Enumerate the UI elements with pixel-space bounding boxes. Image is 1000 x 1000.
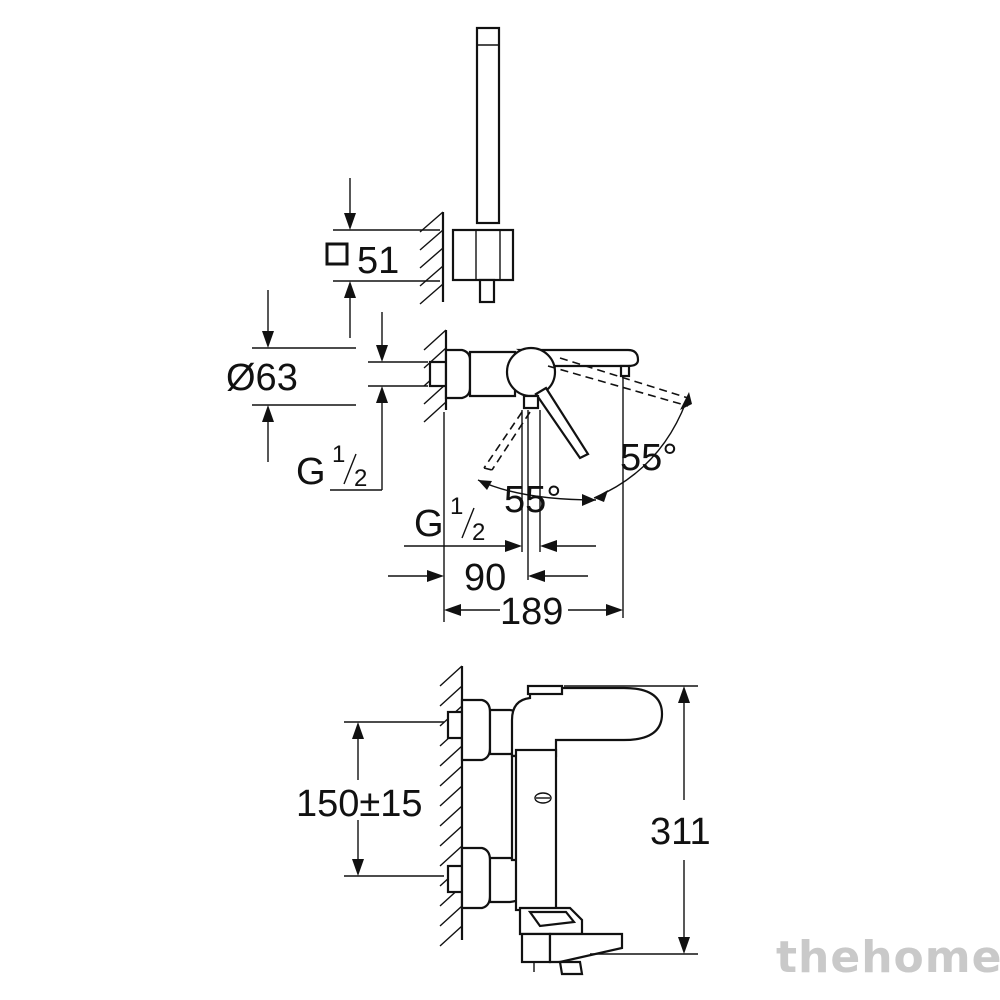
dim-height: 311 [564,685,711,955]
dim-90-label: 90 [464,557,506,599]
g-left-main: G [296,451,326,493]
g-left-numerator: 1 [332,441,345,468]
dim-spacing-label: 150±15 [296,783,423,825]
dim-thread-bottom: G 1 2 [404,493,596,552]
dim-189: 189 [444,591,623,633]
dim-90: 90 [388,557,588,599]
dim-thread-left: G 1 2 [296,312,428,493]
brand-logo-icon [534,792,552,804]
watermark: thehome [776,932,1000,983]
dim-311-label: 311 [650,811,711,853]
g-bottom-main: G [414,503,444,545]
dim-diameter: Ø63 [226,290,356,462]
angle-right-label: 55° [620,437,677,479]
dim-51-label: 51 [357,240,399,282]
angle-left-label: 55° [504,479,561,521]
dim-189-label: 189 [500,591,563,633]
hand-shower-holder [419,26,515,305]
g-bottom-numerator: 1 [450,493,463,520]
dim-63-label: Ø63 [226,357,298,399]
mixer-top-view [423,329,689,622]
dim-spacing: 150±15 [296,721,444,877]
g-bottom-denominator: 2 [472,519,485,546]
dim-holder-square: 51 [325,178,440,338]
dim-angles: 55° 55° [477,392,692,521]
mixer-front-view [439,665,664,976]
g-left-denominator: 2 [354,465,367,492]
square-symbol-icon [325,242,349,266]
